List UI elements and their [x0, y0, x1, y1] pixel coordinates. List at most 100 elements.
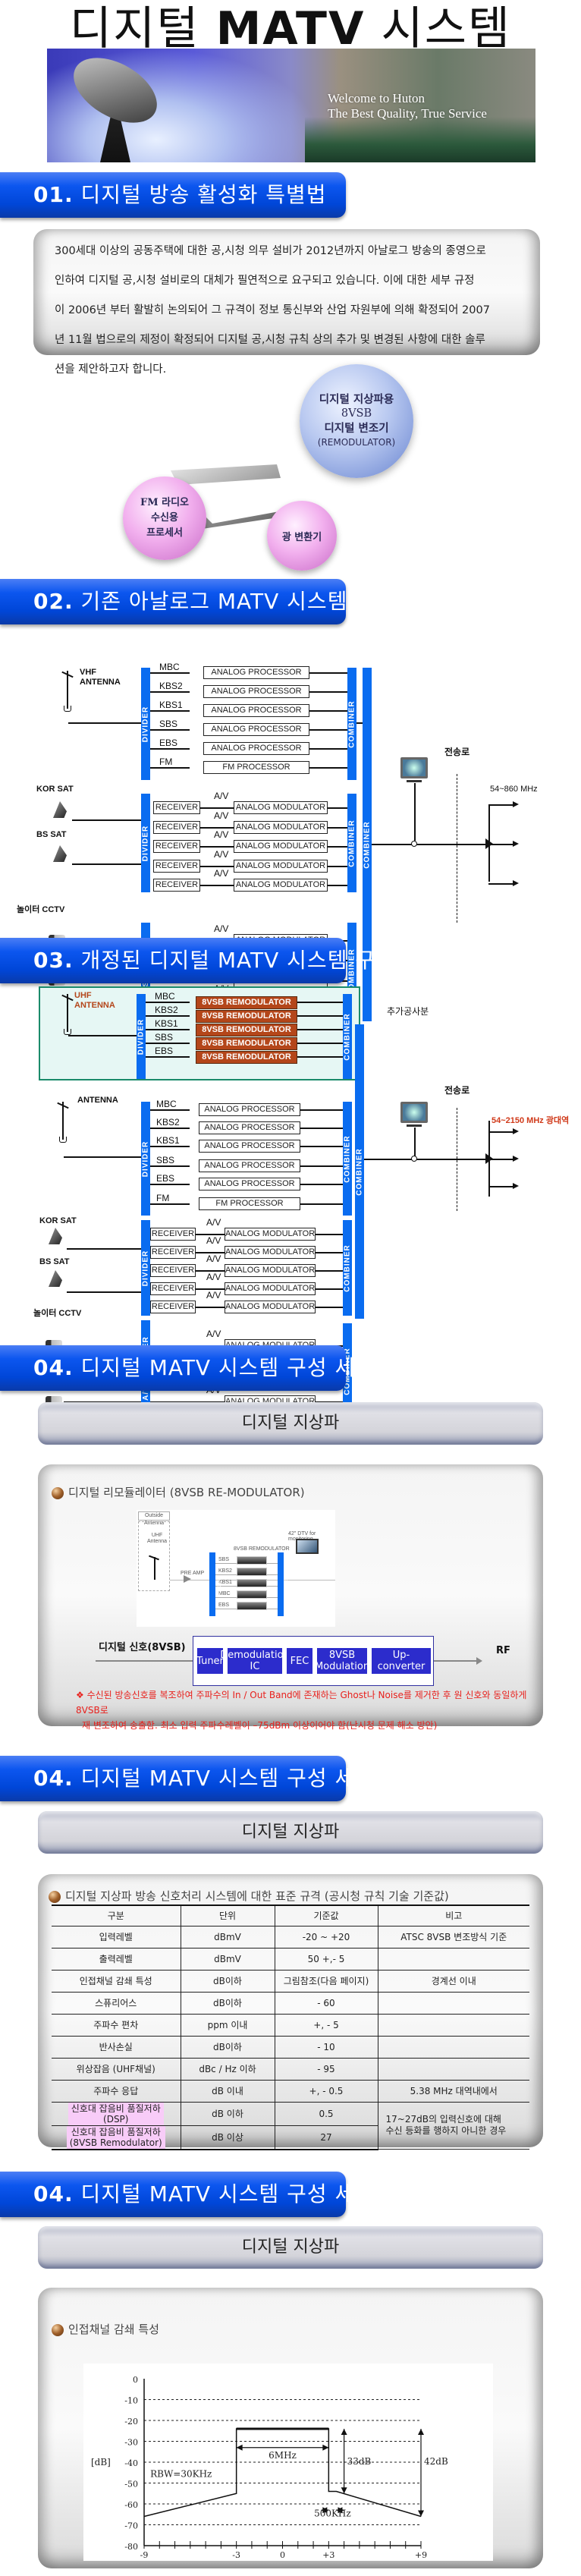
combiner-bar-label: COMBINER — [347, 819, 356, 867]
note-line: 재 변조하여 송출함. 최소 입력 주파수레벨이 –75dBm 이상이어야 함(… — [82, 1720, 438, 1731]
bubble-optical-converter: 광 변환기 — [267, 501, 337, 571]
block-tuner: Tuner — [196, 1648, 224, 1674]
table-cell: +, - 5 — [274, 2014, 378, 2037]
section-number: 03. — [33, 948, 74, 973]
added-work-label: 추가공사분 — [387, 1006, 429, 1017]
combiner-link — [356, 722, 364, 724]
table-header-cell: 구분 — [52, 1904, 181, 1926]
kor-sat-label: KOR SAT — [39, 1216, 77, 1225]
combiner-bar: COMBINER — [343, 994, 352, 1079]
analog-processor-box: ANALOG PROCESSOR — [203, 704, 309, 717]
table-cell: dB이하 — [180, 1992, 275, 2015]
table-cell: 0.5 — [274, 2102, 378, 2126]
sat-feed-line — [67, 1248, 141, 1250]
title-prefix: 디지털 — [69, 2, 216, 55]
section-number: 04. — [33, 1766, 74, 1791]
card-title: 인접채널 감쇄 특성 — [52, 2321, 159, 2337]
signal-block-diagram: 디지털 신호(8VSB) RF Tuner Demodulation IC FE… — [38, 1636, 543, 1689]
8vsb-remodulator-box: 8VSB REMODULATOR — [196, 996, 297, 1009]
arrow-right-icon — [513, 1156, 519, 1162]
channel-label: MBC — [155, 991, 175, 1002]
channel-line — [309, 729, 349, 731]
av-label: A/V — [206, 1217, 221, 1228]
channel-label: EBS — [155, 1046, 174, 1056]
table-cell: 신호대 잡음비 품질저하(DSP) — [52, 2102, 181, 2126]
y-tick-label: -50 — [124, 2480, 138, 2490]
arrow-right-icon — [476, 1657, 482, 1665]
divider-bar: DIVIDER — [141, 1102, 150, 1216]
remodulator-unit-icon — [237, 1556, 267, 1565]
cctv-line — [64, 1401, 141, 1403]
table-cell: -20 ~ +20 — [274, 1926, 378, 1949]
trunk-line — [364, 1159, 485, 1160]
arrow-right-icon — [513, 1183, 519, 1189]
channel-label: KBS1 — [155, 1018, 178, 1029]
table-row: 위상잡음 (UHF채널)dBc / Hz 이하- 95 — [52, 2058, 529, 2081]
banner-text: Welcome to Huton The Best Quality, True … — [328, 91, 487, 121]
output-line — [488, 1131, 514, 1133]
y-tick-label: -40 — [124, 2458, 138, 2468]
chart-background — [83, 2364, 493, 2561]
table-cell: 인접채널 감쇄 특성 — [52, 1970, 181, 1993]
span-arrow-head — [341, 2487, 347, 2494]
channel-line — [150, 1165, 190, 1167]
x-tick-label: 0 — [280, 2550, 285, 2560]
antenna-base-icon — [59, 1137, 67, 1143]
analog-modulator-box: ANALOG MODULATOR — [234, 821, 328, 834]
remodulator-note: ❖ 수신된 방송신호를 복조하여 주파수의 In / Out Band에 존재하… — [76, 1687, 543, 1733]
av-label: A/V — [214, 810, 229, 821]
section-header-04: 04. 디지털 MATV 시스템 구성 세부사항 — [0, 1756, 416, 1801]
section-header-04: 04. 디지털 MATV 시스템 구성 세부사항 — [0, 2172, 416, 2217]
av-line — [196, 1252, 225, 1253]
channel-line — [150, 1128, 190, 1129]
photo-remod-label: 8VSB REMODULATOR — [234, 1546, 290, 1552]
channel-line — [146, 1029, 190, 1030]
title-suffix: 시스템 — [365, 2, 512, 55]
channel-line — [297, 1015, 343, 1017]
channel-label: SBS — [156, 1155, 175, 1165]
band-label: 54~860 MHz — [490, 785, 538, 794]
table-cell: 위상잡음 (UHF채널) — [52, 2058, 181, 2081]
av-label: A/V — [214, 868, 229, 879]
divider-bar: DIVIDER — [141, 1220, 150, 1316]
bubble-line: 8VSB — [341, 407, 372, 420]
x-tick-label: +3 — [322, 2550, 334, 2560]
card-title: 디지털 지상파 방송 신호처리 시스템에 대한 표준 규격 (공시청 규칙 기술… — [49, 1888, 449, 1904]
analog-processor-box: ANALOG PROCESSOR — [199, 1103, 300, 1116]
output-line — [488, 1159, 514, 1160]
satellite-dish-icon — [49, 1228, 62, 1244]
channel-line — [146, 1015, 190, 1017]
section-header-02: 02. 기존 아날로그 MATV 시스템 구성 — [0, 579, 395, 624]
mod-line — [328, 866, 349, 867]
block-up-converter: Up-converter — [372, 1648, 431, 1674]
card-title: 디지털 리모듈레이터 (8VSB RE-MODULATOR) — [52, 1484, 305, 1500]
transmission-label: 전송로 — [444, 747, 470, 757]
table-cell: dB이하 — [180, 2036, 275, 2059]
analog-processor-box: FM PROCESSOR — [203, 761, 309, 774]
av-line — [196, 1288, 225, 1290]
channel-label: KBS1 — [159, 700, 183, 710]
arrow-right-icon — [513, 880, 519, 886]
bs-sat-label: BS SAT — [39, 1257, 70, 1266]
arrow-right-icon — [513, 1128, 519, 1134]
channel-line — [150, 710, 190, 712]
tv-drop-line — [414, 783, 416, 841]
block-fec: FEC — [287, 1648, 312, 1674]
table-cell: 27 — [274, 2125, 378, 2150]
divider-bar-label: DIVIDER — [141, 706, 150, 742]
section-title: 디지털 MATV 시스템 구성 세부사항 — [73, 2181, 416, 2206]
output-line — [488, 883, 514, 885]
transmission-label: 전송로 — [444, 1085, 470, 1096]
satellite-dish-icon — [53, 845, 67, 862]
channel-line — [146, 1002, 190, 1003]
arrow-right-icon — [513, 801, 519, 807]
antenna-mast — [154, 1557, 155, 1580]
